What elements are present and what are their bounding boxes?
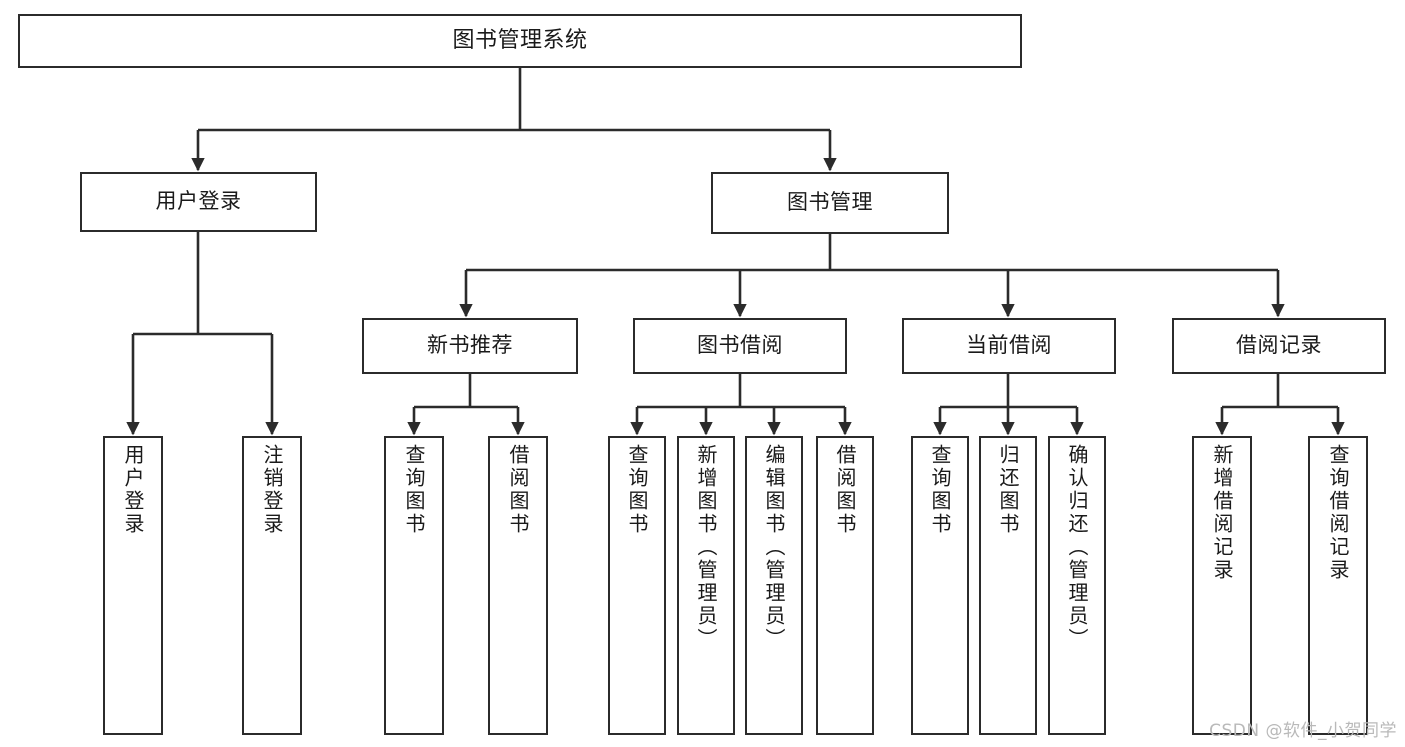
- node-label: 确认归还（管理员）: [1065, 444, 1089, 651]
- node-label: 归还图书: [996, 444, 1020, 536]
- leaf-current-borrow-query-book[interactable]: 查询图书: [911, 436, 969, 735]
- node-label: 图书借阅: [697, 333, 783, 358]
- leaf-book-borrow-borrow-book[interactable]: 借阅图书: [816, 436, 874, 735]
- node-book-borrow[interactable]: 图书借阅: [633, 318, 847, 374]
- leaf-new-book-borrow-book[interactable]: 借阅图书: [488, 436, 548, 735]
- node-label: 查询图书: [402, 444, 426, 536]
- leaf-new-book-query-book[interactable]: 查询图书: [384, 436, 444, 735]
- node-label: 用户登录: [155, 189, 242, 214]
- leaf-current-borrow-return-book[interactable]: 归还图书: [979, 436, 1037, 735]
- node-label: 借阅图书: [506, 444, 530, 536]
- node-label: 图书管理: [787, 190, 873, 215]
- watermark-text: CSDN @软件_小贺同学: [1209, 721, 1397, 741]
- leaf-user-login-login[interactable]: 用户登录: [103, 436, 163, 735]
- node-root-library-management-system[interactable]: 图书管理系统: [18, 14, 1022, 68]
- node-label: 新书推荐: [427, 333, 513, 358]
- node-label: 用户登录: [121, 444, 145, 536]
- node-label: 图书管理系统: [452, 27, 588, 53]
- node-borrow-record[interactable]: 借阅记录: [1172, 318, 1386, 374]
- node-label: 当前借阅: [966, 333, 1052, 358]
- node-label: 查询借阅记录: [1326, 444, 1350, 582]
- node-current-borrow[interactable]: 当前借阅: [902, 318, 1116, 374]
- node-label: 借阅记录: [1236, 333, 1322, 358]
- node-book-management[interactable]: 图书管理: [711, 172, 949, 234]
- node-label: 查询图书: [625, 444, 649, 536]
- leaf-borrow-record-add-record[interactable]: 新增借阅记录: [1192, 436, 1252, 735]
- leaf-current-borrow-confirm-return-admin[interactable]: 确认归还（管理员）: [1048, 436, 1106, 735]
- leaf-user-login-logout[interactable]: 注销登录: [242, 436, 302, 735]
- leaf-book-borrow-add-book-admin[interactable]: 新增图书（管理员）: [677, 436, 735, 735]
- node-user-login[interactable]: 用户登录: [80, 172, 317, 232]
- node-label: 借阅图书: [833, 444, 857, 536]
- node-label: 查询图书: [928, 444, 952, 536]
- node-label: 新增图书（管理员）: [694, 444, 718, 651]
- node-label: 新增借阅记录: [1210, 444, 1234, 582]
- leaf-borrow-record-query-record[interactable]: 查询借阅记录: [1308, 436, 1368, 735]
- node-new-book-recommend[interactable]: 新书推荐: [362, 318, 578, 374]
- leaf-book-borrow-edit-book-admin[interactable]: 编辑图书（管理员）: [745, 436, 803, 735]
- leaf-book-borrow-query-book[interactable]: 查询图书: [608, 436, 666, 735]
- node-label: 编辑图书（管理员）: [762, 444, 786, 651]
- node-label: 注销登录: [260, 444, 284, 536]
